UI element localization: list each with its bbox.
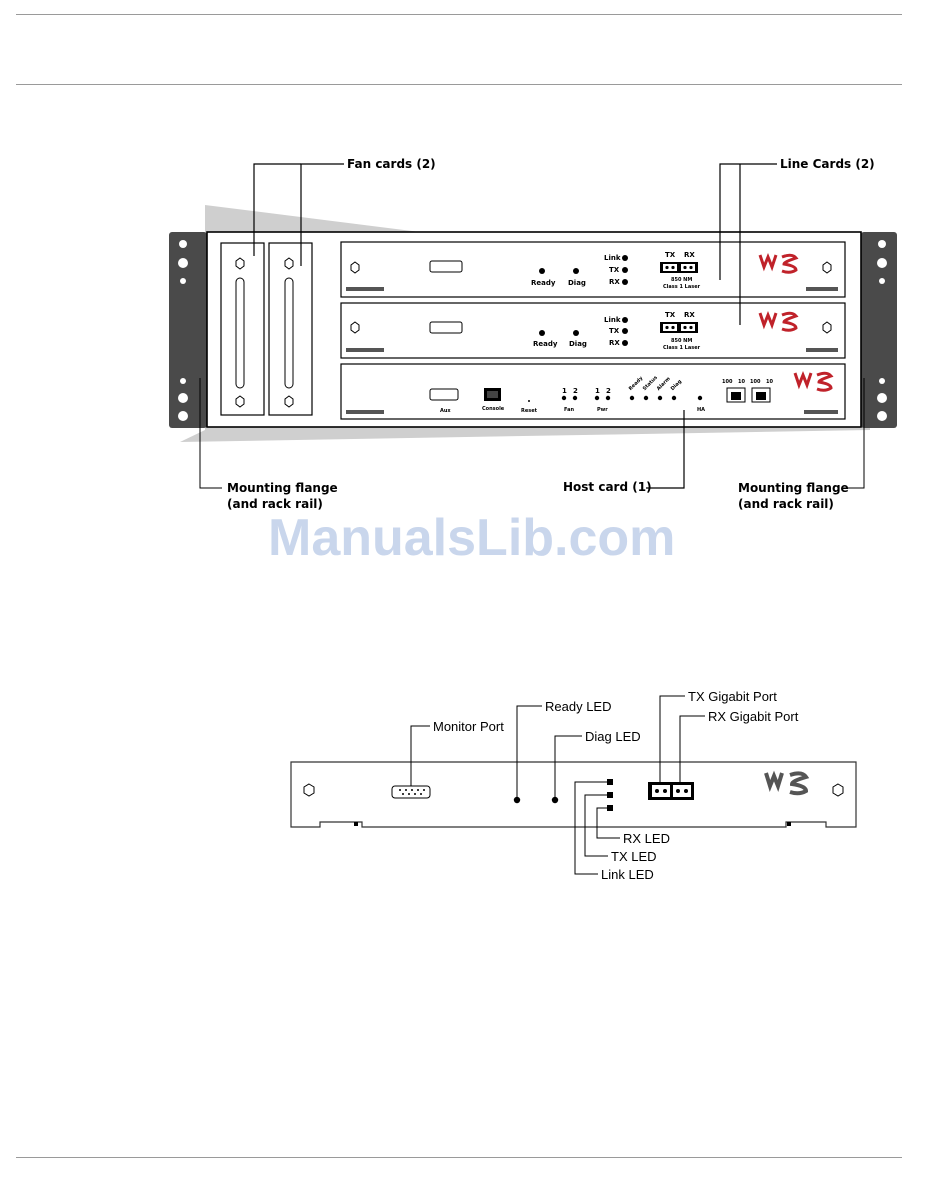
ready-led bbox=[513, 796, 521, 804]
host-card bbox=[340, 363, 846, 420]
tx-led-leader bbox=[584, 794, 608, 857]
host-speed-100a: 100 bbox=[722, 379, 733, 385]
fan-cards-leader bbox=[253, 163, 344, 266]
fan-cards-callout: Fan cards (2) bbox=[347, 157, 436, 171]
line-card-2 bbox=[340, 302, 846, 359]
gigabit-ports bbox=[648, 782, 694, 800]
host-aux-label: Aux bbox=[440, 408, 451, 414]
lc1-port-tx: TX bbox=[665, 251, 676, 259]
tx-led-callout: TX LED bbox=[611, 849, 657, 864]
tx-led bbox=[607, 792, 613, 798]
host-speed-100b: 100 bbox=[750, 379, 761, 385]
host-ha-label: HA bbox=[697, 407, 706, 413]
link-led-leader bbox=[574, 781, 607, 875]
left-mounting-flange bbox=[169, 232, 207, 428]
host-pwr-2: 2 bbox=[606, 387, 611, 395]
monitor-port-leader bbox=[410, 725, 430, 786]
line-card-detail bbox=[290, 761, 857, 828]
rx-led-leader bbox=[596, 807, 620, 839]
diag-led-callout: Diag LED bbox=[585, 729, 641, 744]
left-flange-leader bbox=[199, 378, 222, 489]
left-flange-callout-line1: Mounting flange bbox=[227, 481, 338, 495]
right-flange-callout-line1: Mounting flange bbox=[738, 481, 849, 495]
lc2-laser: Class 1 Laser bbox=[663, 345, 701, 351]
host-reset-label: Reset bbox=[521, 408, 537, 414]
monitor-port-callout: Monitor Port bbox=[433, 719, 504, 734]
host-fan-label: Fan bbox=[564, 407, 575, 413]
ws-logo-icon bbox=[758, 310, 799, 332]
line-cards-callout: Line Cards (2) bbox=[780, 157, 875, 171]
lc1-port-rx: RX bbox=[684, 251, 695, 259]
host-fan-1: 1 bbox=[562, 387, 567, 395]
link-led bbox=[607, 779, 613, 785]
host-console-label: Console bbox=[482, 406, 505, 412]
right-flange-leader bbox=[842, 378, 865, 489]
lc2-nm: 850 NM bbox=[671, 338, 693, 344]
host-fan-2: 2 bbox=[573, 387, 578, 395]
ws-logo-icon bbox=[758, 252, 799, 274]
lc2-tx-label: TX bbox=[609, 327, 620, 335]
lc1-tx-label: TX bbox=[609, 266, 620, 274]
ws-logo-icon bbox=[764, 770, 810, 796]
fan-card-2 bbox=[268, 242, 313, 416]
lc2-ready-label: Ready bbox=[533, 340, 558, 348]
host-card-leader bbox=[646, 410, 685, 489]
host-speed-10b: 10 bbox=[766, 379, 773, 385]
right-mounting-flange bbox=[861, 232, 897, 428]
lc2-link-label: Link bbox=[604, 316, 621, 324]
lc1-ready-label: Ready bbox=[531, 279, 556, 287]
screw-icon bbox=[832, 783, 844, 797]
fan-card-1 bbox=[220, 242, 265, 416]
lc1-link-label: Link bbox=[604, 254, 621, 262]
header-rule bbox=[16, 84, 902, 85]
lc2-rx-label: RX bbox=[609, 339, 620, 347]
host-speed-10a: 10 bbox=[738, 379, 745, 385]
ready-led-leader bbox=[516, 705, 542, 797]
lc1-nm: 850 NM bbox=[671, 277, 693, 283]
rx-led-callout: RX LED bbox=[623, 831, 670, 846]
line-cards-leader bbox=[719, 163, 777, 325]
monitor-port bbox=[391, 785, 431, 799]
tx-port-callout: TX Gigabit Port bbox=[688, 689, 777, 704]
lc2-port-tx: TX bbox=[665, 311, 676, 319]
right-flange-callout-line2: (and rack rail) bbox=[738, 497, 834, 511]
ws-logo-icon bbox=[793, 370, 834, 392]
line-card-1 bbox=[340, 241, 846, 298]
top-rule bbox=[16, 14, 902, 15]
lc1-diag-label: Diag bbox=[568, 279, 586, 287]
tx-port-leader bbox=[659, 695, 685, 782]
host-pwr-1: 1 bbox=[595, 387, 600, 395]
lc1-rx-label: RX bbox=[609, 278, 620, 286]
watermark: ManualsLib.com bbox=[268, 509, 676, 567]
rx-port-leader bbox=[679, 715, 705, 782]
host-card-callout: Host card (1) bbox=[563, 480, 652, 494]
lc1-laser: Class 1 Laser bbox=[663, 284, 701, 290]
left-flange-callout-line2: (and rack rail) bbox=[227, 497, 323, 511]
host-pwr-label: Pwr bbox=[597, 407, 608, 413]
diag-led bbox=[551, 796, 559, 804]
link-led-callout: Link LED bbox=[601, 867, 654, 882]
rx-port-callout: RX Gigabit Port bbox=[708, 709, 799, 724]
rx-led bbox=[607, 805, 613, 811]
lc2-diag-label: Diag bbox=[569, 340, 587, 348]
ready-led-callout: Ready LED bbox=[545, 699, 612, 714]
diag-led-leader bbox=[554, 735, 582, 797]
lc2-port-rx: RX bbox=[684, 311, 695, 319]
footer-rule bbox=[16, 1157, 902, 1158]
screw-icon bbox=[303, 783, 315, 797]
